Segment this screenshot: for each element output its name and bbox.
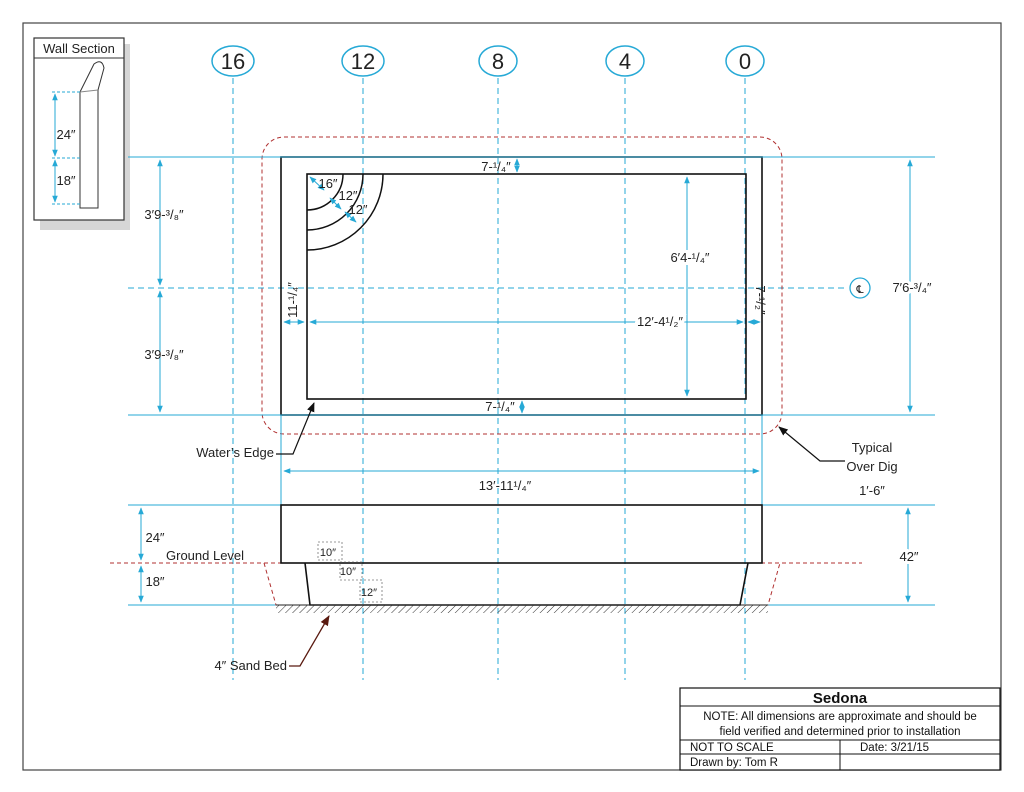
elev-dim-upper: 24″	[145, 530, 164, 545]
callout-over-dig-3: 1′-6″	[859, 483, 885, 498]
sand-bed-callout: 4″ Sand Bed	[214, 615, 330, 673]
title-block-drawn-by: Drawn by: Tom R	[690, 757, 778, 769]
step-arc-3	[306, 173, 384, 251]
dim-step-16: 16″	[318, 176, 337, 191]
elev-step-2: 10″	[340, 566, 356, 578]
title-block-note-1: NOTE: All dimensions are approximate and…	[703, 711, 977, 723]
dim-left-bench: 11-¹/₄″	[285, 282, 300, 318]
grid-label-4: 4	[619, 49, 631, 74]
dim-top-bench: 7-¹/₄″	[481, 159, 511, 174]
title-block-scale: NOT TO SCALE	[690, 742, 774, 754]
elev-step-1: 10″	[320, 547, 336, 559]
title-block-note-2: field verified and determined prior to i…	[720, 726, 961, 738]
page-border	[22, 22, 1002, 771]
grid-label-16: 16	[221, 49, 245, 74]
wall-section-upper-dim: 24″	[56, 127, 75, 142]
dim-inner-width: 6′4-¹/₄″	[670, 250, 709, 265]
callout-sand-bed: 4″ Sand Bed	[214, 658, 287, 673]
plan-dimensions: 3′9-³/₈″ 3′9-³/₈″ 7-¹/₄″ 7-¹/₄″ 16″ 12″ …	[144, 158, 935, 493]
dim-right-bench: 7-¹/₂″	[753, 285, 768, 315]
grid-bubbles: 16 12 8 4 0 ℄	[211, 45, 871, 299]
wall-section-inset: Wall Section 24″ 18″	[33, 37, 130, 230]
callouts: Water’s Edge Typical Over Dig 1′-6″	[196, 402, 898, 498]
title-block-name: Sedona	[813, 690, 868, 707]
dim-left-upper: 3′9-³/₈″	[144, 207, 184, 222]
dim-bottom-bench: 7-¹/₄″	[485, 399, 515, 414]
callout-over-dig-1: Typical	[852, 440, 893, 455]
elevation-above-ground	[280, 504, 763, 564]
elevation-view: 24″ 18″ Ground Level 42″ 10″ 10″ 12″	[110, 504, 935, 613]
dim-left-lower: 3′9-³/₈″	[144, 347, 184, 362]
elev-step-3: 12″	[361, 587, 377, 599]
plan-extension-lines	[128, 156, 935, 505]
centerline-symbol: ℄	[855, 284, 863, 296]
wall-section-title: Wall Section	[43, 41, 115, 56]
callout-waters-edge: Water’s Edge	[196, 445, 274, 460]
grid-label-0: 0	[739, 49, 751, 74]
dim-step-12a: 12″	[338, 188, 357, 203]
wall-section-lower-dim: 18″	[56, 173, 75, 188]
sand-bed	[276, 605, 768, 613]
dim-step-12b: 12″	[348, 202, 367, 217]
grid-label-12: 12	[351, 49, 375, 74]
elev-dim-total: 42″	[899, 549, 918, 564]
dim-overall-length: 13′-11¹/₄″	[479, 478, 532, 493]
grid-label-8: 8	[492, 49, 504, 74]
title-block-date: Date: 3/21/15	[860, 742, 929, 754]
dim-overall-width: 7′6-³/₄″	[892, 280, 931, 295]
title-block: Sedona NOTE: All dimensions are approxim…	[679, 687, 1001, 771]
elev-dim-lower: 18″	[145, 574, 164, 589]
ground-level-label: Ground Level	[166, 548, 244, 563]
tub-inner	[306, 173, 747, 400]
callout-over-dig-2: Over Dig	[846, 459, 897, 474]
plan-view	[261, 136, 783, 435]
over-dig-outline	[261, 136, 783, 435]
dim-inner-length: 12′-4¹/₂″	[637, 314, 683, 329]
